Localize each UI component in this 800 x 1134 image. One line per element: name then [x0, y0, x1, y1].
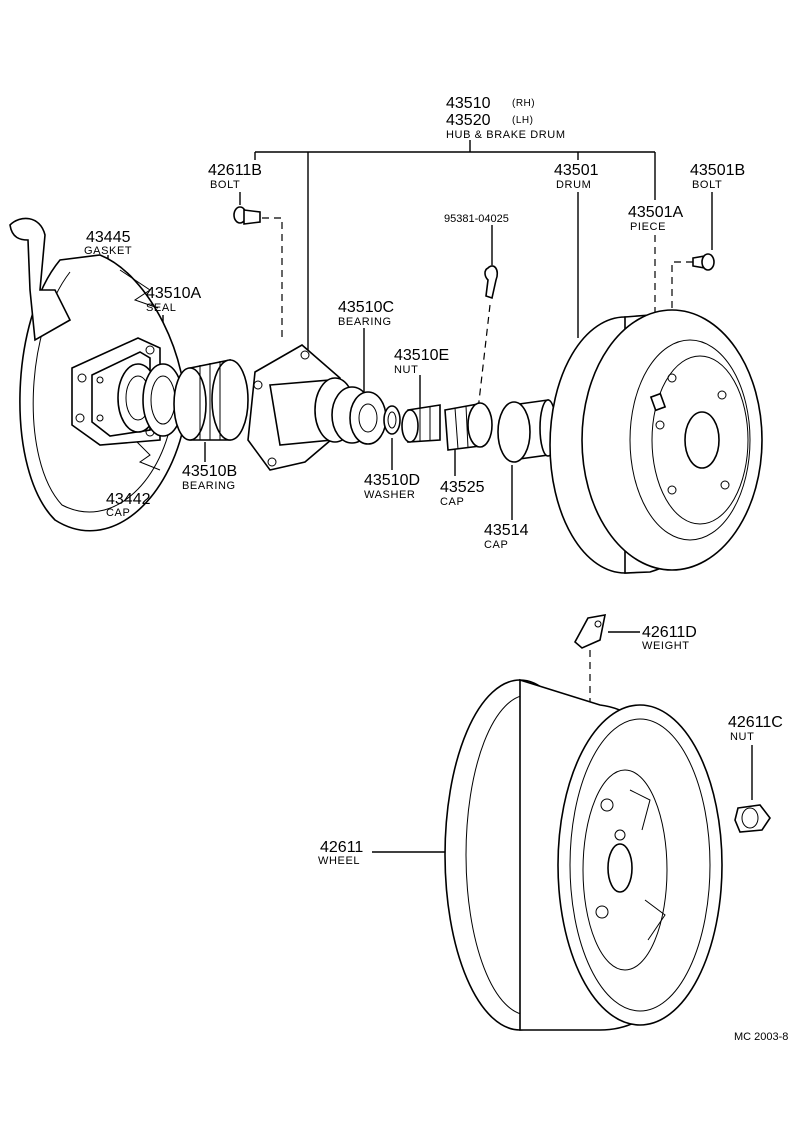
- cap-43514: [497, 399, 557, 463]
- label-piece-43501a: 43501A PIECE: [628, 204, 683, 233]
- svg-text:43445: 43445: [86, 229, 131, 246]
- svg-text:42611: 42611: [320, 839, 363, 856]
- label-bearing-43510c: 43510C BEARING: [338, 299, 394, 328]
- bolt-42611b-part: [233, 206, 261, 225]
- svg-text:WEIGHT: WEIGHT: [642, 640, 690, 652]
- label-gasket-43445: 43445 GASKET: [84, 229, 132, 257]
- svg-text:NUT: NUT: [394, 364, 418, 376]
- svg-text:NUT: NUT: [730, 731, 754, 743]
- svg-text:BEARING: BEARING: [182, 480, 236, 492]
- cap-43525: [444, 402, 493, 451]
- brake-drum: [549, 309, 763, 574]
- nut-e: [401, 404, 441, 443]
- washer: [383, 405, 401, 435]
- label-bolt-42611b: 42611B BOLT: [208, 162, 262, 191]
- svg-text:42611D: 42611D: [642, 624, 697, 641]
- label-cap-43514: 43514 CAP: [484, 522, 529, 551]
- diagram-code: MC 2003-8: [734, 1031, 788, 1043]
- seal: [117, 363, 184, 437]
- svg-text:BOLT: BOLT: [210, 179, 240, 191]
- svg-text:SEAL: SEAL: [146, 302, 177, 314]
- svg-text:43510A: 43510A: [146, 285, 201, 302]
- bearing-c: [331, 386, 387, 445]
- label-pin-95381: 95381-04025: [444, 213, 509, 225]
- label-cap-43525: 43525 CAP: [440, 479, 485, 508]
- label-cap-43442: 43442 CAP: [106, 491, 151, 519]
- svg-text:CAP: CAP: [440, 496, 464, 508]
- hub-number-rh: 43510: [446, 95, 491, 112]
- svg-text:CAP: CAP: [106, 507, 130, 519]
- svg-text:BOLT: BOLT: [692, 179, 722, 191]
- svg-text:WHEEL: WHEEL: [318, 855, 360, 867]
- svg-text:43510E: 43510E: [394, 347, 449, 364]
- svg-text:43501: 43501: [554, 162, 599, 179]
- svg-text:43514: 43514: [484, 522, 529, 539]
- label-nut-43510e: 43510E NUT: [394, 347, 449, 376]
- svg-text:43501B: 43501B: [690, 162, 745, 179]
- label-nut-42611c: 42611C NUT: [728, 714, 783, 743]
- svg-text:WASHER: WASHER: [364, 489, 415, 501]
- hub-name: HUB & BRAKE DRUM: [446, 129, 566, 141]
- bearing-b: [173, 359, 249, 441]
- svg-text:BEARING: BEARING: [338, 316, 392, 328]
- svg-text:43501A: 43501A: [628, 204, 683, 221]
- wheel-rim: [444, 678, 723, 1031]
- label-washer-43510d: 43510D WASHER: [364, 472, 420, 501]
- svg-text:43510C: 43510C: [338, 299, 394, 316]
- cotter-pin: [484, 265, 499, 300]
- svg-text:95381-04025: 95381-04025: [444, 213, 509, 225]
- hub-side-lh: (LH): [512, 115, 533, 126]
- svg-text:43525: 43525: [440, 479, 485, 496]
- svg-text:43510D: 43510D: [364, 472, 420, 489]
- svg-text:PIECE: PIECE: [630, 221, 666, 233]
- svg-text:43442: 43442: [106, 491, 151, 508]
- hub-number-lh: 43520: [446, 112, 491, 129]
- svg-text:GASKET: GASKET: [84, 245, 132, 257]
- label-seal-43510a: 43510A SEAL: [146, 285, 201, 314]
- svg-text:42611C: 42611C: [728, 714, 783, 731]
- label-bearing-43510b: 43510B BEARING: [182, 463, 237, 492]
- svg-text:42611B: 42611B: [208, 162, 262, 179]
- balance-weight: [573, 614, 607, 649]
- hub-side-rh: (RH): [512, 98, 535, 109]
- svg-text:43510B: 43510B: [182, 463, 237, 480]
- label-wheel-42611: 42611 WHEEL: [318, 839, 363, 867]
- label-weight-42611d: 42611D WEIGHT: [642, 624, 697, 652]
- label-bolt-43501b: 43501B BOLT: [690, 162, 745, 191]
- label-hub-brake-drum: 43510 (RH) 43520 (LH) HUB & BRAKE DRUM: [446, 95, 566, 141]
- lug-nut: [734, 804, 771, 833]
- label-drum-43501: 43501 DRUM: [554, 162, 599, 191]
- bolt-43501b-part: [692, 253, 715, 271]
- svg-text:DRUM: DRUM: [556, 179, 591, 191]
- svg-text:CAP: CAP: [484, 539, 508, 551]
